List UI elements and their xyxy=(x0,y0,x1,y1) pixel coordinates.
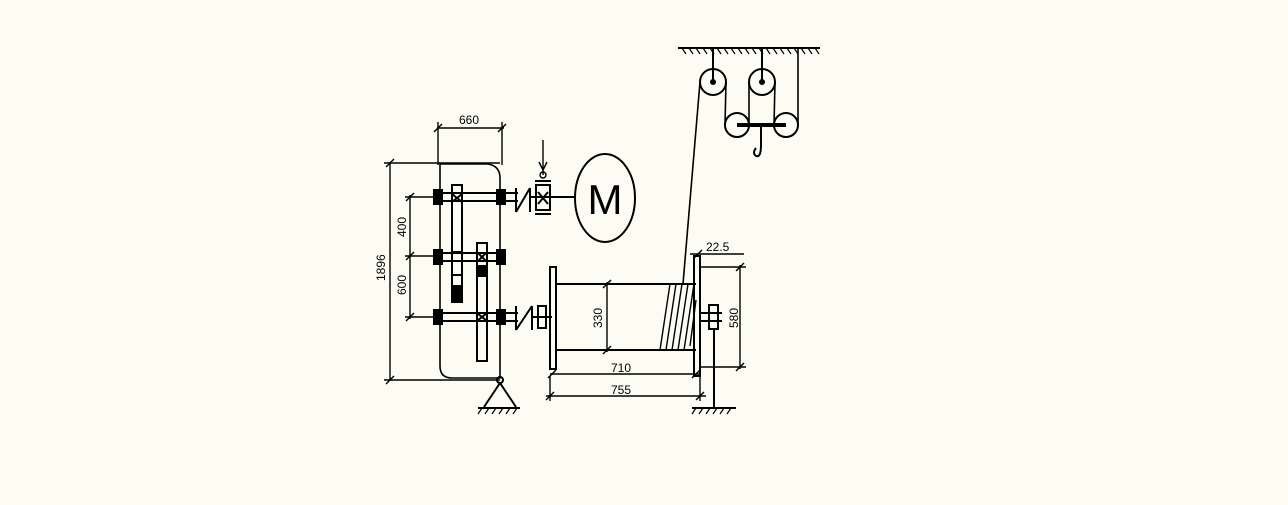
dim-support-height xyxy=(700,262,746,372)
drum-right-flange xyxy=(693,255,701,377)
label-gearbox-width: 660 xyxy=(459,113,479,127)
label-shaft-spacing-upper: 400 xyxy=(395,217,409,237)
input-shaft xyxy=(433,189,518,205)
dim-drum-diameter xyxy=(602,279,612,355)
dim-drum-total-length xyxy=(545,376,706,401)
pulley-ropes xyxy=(682,48,799,285)
dim-rope-offset xyxy=(690,249,744,259)
gear-pinion-1 xyxy=(451,184,463,276)
gearbox-pin-support xyxy=(477,376,520,415)
label-drum-length: 710 xyxy=(611,361,631,375)
label-shaft-spacing-lower: 600 xyxy=(395,275,409,295)
dim-gearbox-width xyxy=(433,122,507,165)
intermediate-shaft xyxy=(433,249,506,265)
label-total-height: 1896 xyxy=(374,254,388,281)
motor xyxy=(574,153,636,243)
motor-label: M xyxy=(588,176,623,223)
gear-wheel-1 xyxy=(451,251,463,303)
ceiling xyxy=(678,47,820,55)
coupling-motor xyxy=(515,187,576,213)
gear-pinion-2 xyxy=(476,242,488,362)
label-drum-total-length: 755 xyxy=(611,383,631,397)
rope-winding xyxy=(659,283,697,351)
brake xyxy=(535,140,551,215)
label-rope-offset: 22.5 xyxy=(706,240,730,254)
dim-total-height xyxy=(384,158,500,385)
drum-ground-support xyxy=(691,329,736,415)
label-support-height: 580 xyxy=(727,308,741,328)
label-drum-diameter: 330 xyxy=(591,308,605,328)
drum-left-flange xyxy=(549,266,557,370)
coupling-drum xyxy=(515,305,552,331)
